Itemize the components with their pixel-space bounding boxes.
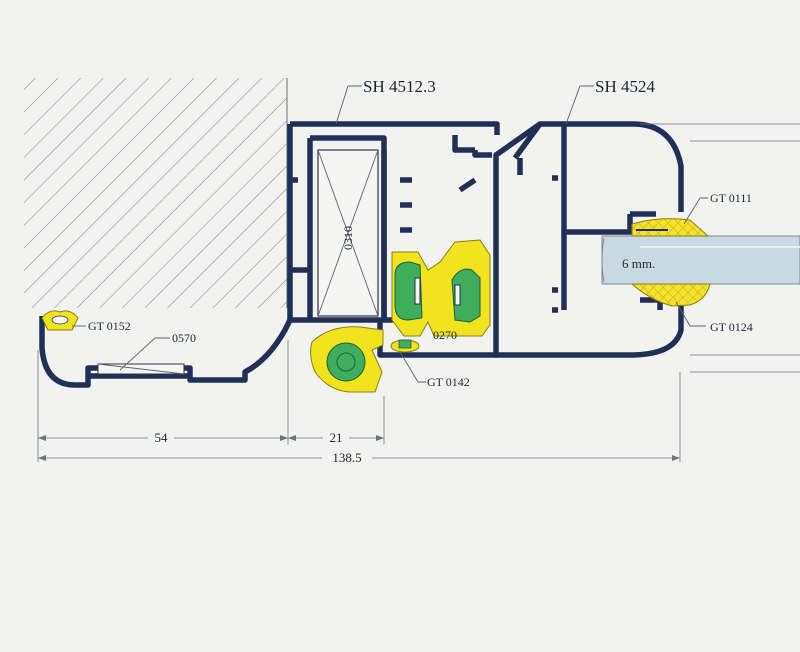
gasket-gt0111: [631, 218, 710, 237]
sash-profile-label: SH 4512.3: [363, 77, 436, 96]
dimension-54: 54: [38, 428, 288, 445]
gasket-gt0124-label: GT 0124: [710, 320, 753, 334]
dimension-total-label: 138.5: [332, 450, 361, 465]
dimension-total: 138.5: [38, 448, 680, 465]
gasket-gt0124: [630, 283, 711, 307]
wall-hatched-area: [24, 78, 288, 308]
bottom-roller-gasket: [310, 326, 384, 393]
insert-left: [97, 363, 185, 375]
insert-vertical: [317, 149, 379, 317]
gasket-gt0111-label: GT 0111: [710, 191, 752, 205]
dimension-21-label: 21: [330, 430, 343, 445]
gasket-gt0142-label: GT 0142: [427, 375, 470, 389]
center-gasket-assembly: [391, 239, 491, 337]
gasket-gt0142: [390, 339, 420, 353]
frame-profile-label: SH 4524: [595, 77, 655, 96]
leader-lines: [72, 85, 708, 383]
gasket-gt0152: [41, 310, 79, 331]
insert-0570-label: 0570: [172, 331, 196, 345]
gasket-gt0152-label: GT 0152: [88, 319, 131, 333]
glass-thickness-label: 6 mm.: [622, 256, 655, 271]
dimension-21: 21: [288, 428, 384, 445]
dimension-54-label: 54: [155, 430, 169, 445]
insert-0270-label: 0270: [433, 328, 457, 342]
dimension-extension-lines: [37, 123, 800, 462]
insert-0310-label: 0310: [341, 226, 355, 250]
